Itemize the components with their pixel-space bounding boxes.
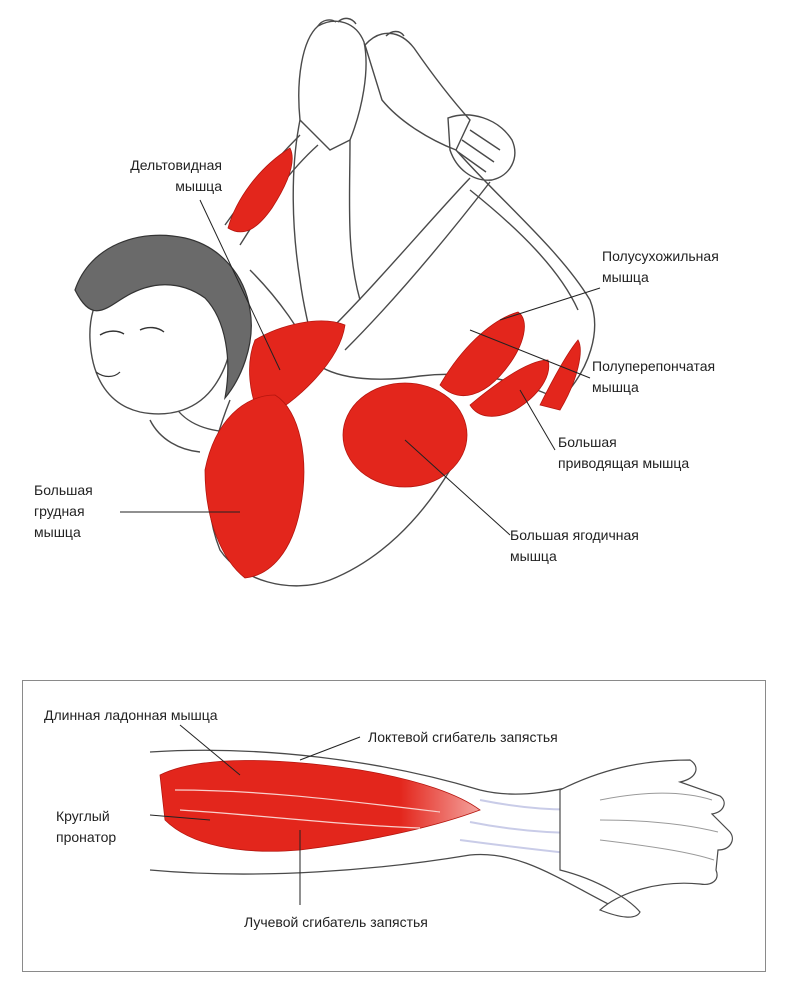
forearm-outline [149, 749, 691, 911]
adductor-magnus-muscle [539, 339, 581, 411]
figure-leader-lines [120, 199, 601, 536]
label-gluteus-maximus: Большая ягодичная мышца [510, 527, 639, 564]
semimembranosus-muscle [469, 359, 550, 417]
label-flexor-carpi-ulnaris: Локтевой сгибатель запястья [368, 729, 558, 745]
head [74, 234, 252, 415]
label-semitendinosus: Полусухожильная мышца [602, 248, 719, 285]
semitendinosus-muscle [439, 311, 525, 396]
label-pectoralis-major: Большая грудная мышца [34, 482, 93, 540]
bow-pose-figure [149, 17, 596, 587]
inset-leader-lines [149, 724, 361, 905]
label-palmaris-longus: Длинная ладонная мышца [44, 707, 218, 723]
gluteus-maximus-muscle [342, 382, 468, 488]
deltoid-muscle [227, 147, 293, 233]
right-foot [364, 32, 471, 151]
forearm-drawing [149, 749, 733, 918]
right-arm [329, 177, 471, 331]
right-leg [455, 149, 596, 401]
label-flexor-carpi-radialis: Лучевой сгибатель запястья [244, 914, 428, 930]
inset-frame [22, 680, 766, 972]
left-foot [298, 20, 367, 151]
hair [74, 234, 252, 401]
label-pronator-teres: Круглый пронатор [56, 808, 117, 845]
hands [447, 114, 516, 181]
pectoralis-major-muscle [204, 394, 305, 579]
label-deltoid: Дельтовидная мышца [130, 157, 222, 194]
label-semimembranosus: Полуперепончатая мышца [592, 358, 716, 395]
label-adductor-magnus: Большая приводящая мышца [558, 434, 690, 471]
forearm-flexor-muscles [159, 760, 481, 852]
